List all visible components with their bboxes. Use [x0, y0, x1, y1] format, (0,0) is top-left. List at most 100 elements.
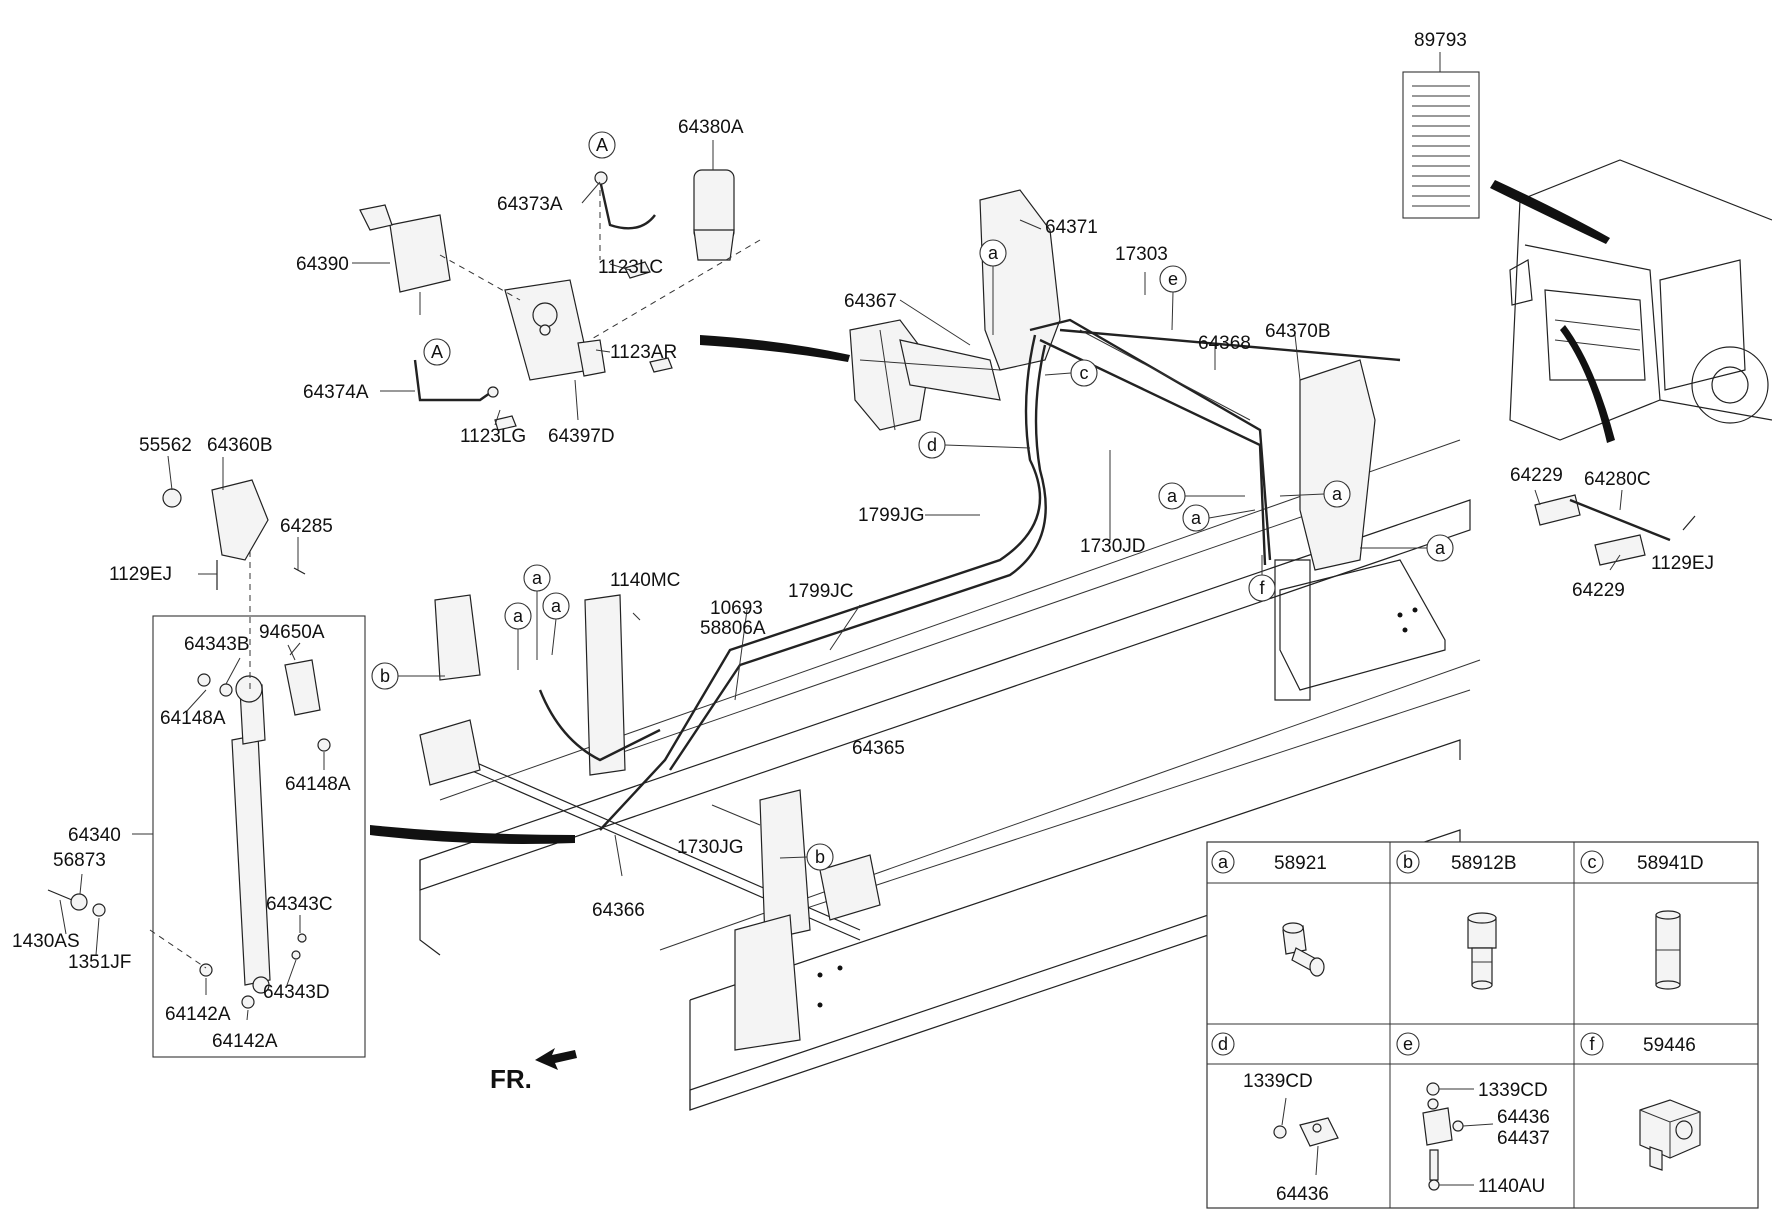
legend-e-letter: e: [1403, 1034, 1413, 1054]
label-1730JG: 1730JG: [677, 837, 744, 858]
legend-f-part: 59446: [1643, 1035, 1696, 1056]
label-64370B: 64370B: [1265, 321, 1331, 342]
legend-a-letter: a: [1218, 852, 1229, 872]
label-55562: 55562: [139, 435, 192, 456]
label-64397D: 64397D: [548, 426, 615, 447]
label-64285: 64285: [280, 516, 333, 537]
label-64368: 64368: [1198, 333, 1251, 354]
label-56873: 56873: [53, 850, 106, 871]
chassis-frame: [419, 189, 1481, 1111]
stabilizer-rod-group: [1534, 494, 1696, 566]
fitting-58921: [1282, 922, 1325, 977]
callout-circles: A A a e c d a a a a f a a a b b: [371, 131, 1454, 871]
label-94650A: 94650A: [259, 622, 325, 643]
legend-e-part1: 1339CD: [1478, 1080, 1548, 1101]
label-10693: 10693: [710, 598, 763, 619]
label-64380A: 64380A: [678, 117, 744, 138]
callout-b-1: b: [380, 666, 390, 686]
label-64340: 64340: [68, 825, 121, 846]
label-1123LC: 1123LC: [598, 257, 663, 278]
bracket-64360B: [162, 479, 306, 590]
legend-b-part: 58912B: [1451, 853, 1517, 874]
part-labels: 89793 64380A 64373A 64390 1123LC 1123AR …: [12, 30, 1714, 1052]
label-64343D: 64343D: [263, 982, 330, 1003]
label-64280C: 64280C: [1584, 469, 1651, 490]
tilt-cylinder-box: [149, 540, 366, 1058]
label-64142A-b: 64142A: [212, 1031, 278, 1052]
legend-c-letter: c: [1588, 852, 1597, 872]
legend-d-part2: 64436: [1276, 1184, 1329, 1205]
callout-b-2: b: [815, 847, 825, 867]
label-1730JD: 1730JD: [1080, 536, 1146, 557]
legend-f-letter: f: [1589, 1034, 1595, 1054]
legend-d-letter: d: [1218, 1034, 1228, 1054]
leader-arrow-bracket: [700, 335, 850, 362]
block-59446: [1639, 1099, 1701, 1171]
callout-a-7: a: [513, 606, 524, 626]
label-1140MC: 1140MC: [610, 570, 680, 591]
label-1123LG: 1123LG: [460, 426, 526, 447]
legend-e-part3: 64437: [1497, 1128, 1550, 1149]
fitting-58941D: [1655, 910, 1681, 990]
callout-A-left: A: [431, 342, 443, 362]
callout-A-top: A: [596, 135, 608, 155]
callout-a-4: a: [1191, 508, 1202, 528]
truck-cab-illustration: [1490, 159, 1772, 443]
legend-e-part2: 64436: [1497, 1107, 1550, 1128]
clamp-64436-d: [1273, 1097, 1339, 1176]
label-64229-top: 64229: [1510, 465, 1563, 486]
label-1799JG: 1799JG: [858, 505, 925, 526]
leader-lines: [59, 52, 1623, 1021]
label-64229-bottom: 64229: [1572, 580, 1625, 601]
callout-d: d: [927, 435, 937, 455]
label-89793: 89793: [1414, 30, 1467, 51]
label-64365: 64365: [852, 738, 905, 759]
label-1799JC: 1799JC: [788, 581, 854, 602]
legend-table: a 58921 b 58912B c 58941D: [1206, 841, 1759, 1209]
label-64390: 64390: [296, 254, 349, 275]
callout-a-8: a: [551, 596, 562, 616]
front-marker-text: FR.: [490, 1064, 532, 1094]
label-64148A-left: 64148A: [160, 708, 226, 729]
label-64343B: 64343B: [184, 634, 250, 655]
label-64366: 64366: [592, 900, 645, 921]
hydraulic-lines: [538, 318, 1401, 831]
label-64142A-a: 64142A: [165, 1004, 231, 1025]
callout-c: c: [1080, 363, 1089, 383]
callout-a-1: a: [988, 243, 999, 263]
pin-washer-group: [47, 889, 106, 917]
label-64371: 64371: [1045, 217, 1098, 238]
label-1123AR: 1123AR: [610, 342, 677, 363]
front-direction-marker: FR.: [490, 1048, 577, 1094]
label-sheet-89793: [1402, 71, 1480, 219]
label-64360B: 64360B: [207, 435, 273, 456]
legend-a-part: 58921: [1274, 853, 1327, 874]
label-58806A: 58806A: [700, 618, 766, 639]
label-1351JF: 1351JF: [68, 952, 131, 973]
legend-e-part4: 1140AU: [1478, 1176, 1545, 1197]
clamp-64436-e: [1422, 1082, 1494, 1191]
fitting-58912B: [1467, 912, 1497, 990]
control-valve-group: [359, 169, 761, 431]
callout-e: e: [1168, 269, 1178, 289]
label-1129EJ-right: 1129EJ: [1651, 553, 1714, 574]
legend-b-letter: b: [1403, 852, 1413, 872]
cab-tilt-bracket: [849, 319, 1001, 431]
label-64343C: 64343C: [266, 894, 333, 915]
label-64374A: 64374A: [303, 382, 369, 403]
callout-a-6: a: [532, 568, 543, 588]
label-1430AS: 1430AS: [12, 931, 80, 952]
callout-a-5: a: [1435, 538, 1446, 558]
label-64148A-right: 64148A: [285, 774, 351, 795]
label-64373A: 64373A: [497, 194, 563, 215]
legend-d-part1: 1339CD: [1243, 1071, 1313, 1092]
callout-a-3: a: [1332, 484, 1343, 504]
leader-arrow-cylinder: [370, 825, 575, 844]
legend-c-part: 58941D: [1637, 853, 1704, 874]
label-64367: 64367: [844, 291, 897, 312]
callout-a-2: a: [1167, 486, 1178, 506]
label-17303: 17303: [1115, 244, 1168, 265]
callout-f: f: [1259, 578, 1265, 598]
label-1129EJ-left: 1129EJ: [109, 564, 172, 585]
